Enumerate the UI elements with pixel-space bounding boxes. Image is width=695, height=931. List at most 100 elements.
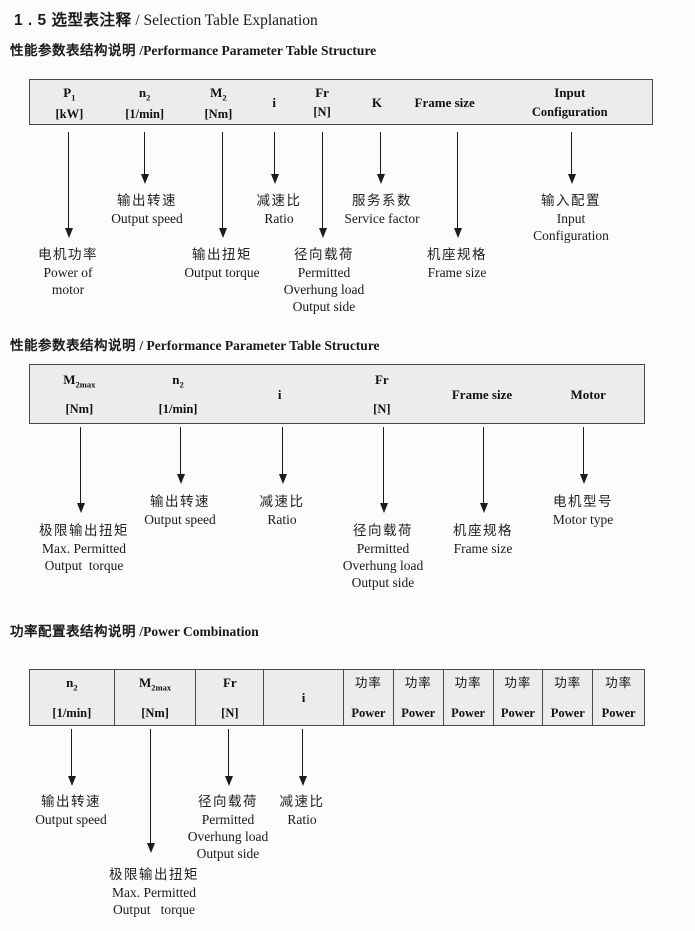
section1-heading-zh: 性能参数表结构说明 [10, 43, 136, 58]
t3-col-power-zh: 功率 [605, 676, 633, 690]
callout-text-zh: 输出转速 [150, 494, 210, 509]
arrow-down-icon [228, 729, 229, 776]
callout-text-zh: 服务系数 [352, 193, 412, 208]
callout-text-en: Output torque [44, 558, 124, 573]
t2-col-fr-symbol: Fr [374, 372, 389, 387]
t3-col-n2-unit: [1/min] [52, 706, 92, 720]
s2-callout-frame-size: 机座规格 Frame size [453, 522, 513, 557]
callout-text-zh: 减速比 [279, 794, 325, 809]
symbol-base: P [63, 85, 72, 100]
t2-col-i-symbol: i [277, 386, 282, 402]
callout-text-zh: 输出扭矩 [192, 247, 252, 262]
callout-text-zh: 减速比 [256, 193, 302, 208]
s3-callout-output-speed: 输出转速 Output speed [35, 793, 107, 828]
callout-text-en: Permitted [297, 265, 351, 280]
t2-col-m2max-unit: [Nm] [65, 402, 94, 416]
callout-text-en: Output speed [144, 512, 216, 527]
t2-col-fr-unit: [N] [373, 402, 391, 416]
t3-col-m2max: M2max [Nm] [113, 670, 196, 725]
callout-text-zh: 机座规格 [427, 247, 487, 262]
arrow-down-icon [571, 132, 572, 174]
callout-text-en: Frame size [427, 265, 487, 280]
symbol-base: n [138, 85, 147, 100]
t2-col-n2: n2 [1/min] [129, 365, 228, 423]
t3-col-power-zh: 功率 [554, 676, 582, 690]
t1-col-k-symbol: K [371, 94, 382, 110]
t2-col-motor-symbol: Motor [570, 386, 606, 402]
t2-col-frame-size: Frame size [432, 365, 533, 423]
callout-text-en: Output torque [112, 902, 196, 917]
t1-col-fr: Fr [N] [292, 80, 352, 124]
t3-col-i-symbol: i [301, 690, 306, 705]
t1-col-p1: P1 [kW] [30, 80, 109, 124]
arrow-down-icon [457, 132, 458, 228]
s3-callout-overhung-load: 径向载荷 Permitted Overhung load Output side [188, 793, 269, 862]
page-title-en: / Selection Table Explanation [131, 12, 318, 29]
t1-col-frame-size-symbol: Frame size [414, 94, 475, 110]
t3-col-fr-unit: [N] [221, 706, 239, 720]
callout-text-en: Output side [292, 299, 356, 314]
callout-text-en: Motor type [552, 512, 614, 527]
arrow-down-icon [71, 729, 72, 776]
s2-callout-ratio: 减速比 Ratio [260, 493, 305, 528]
callout-text-en: Ratio [264, 211, 294, 226]
s2-callout-motor-type: 电机型号 Motor type [553, 493, 613, 528]
callout-text-zh: 极限输出扭矩 [39, 523, 129, 538]
s1-callout-power-of-motor: 电机功率 Power of motor [38, 246, 98, 298]
t2-col-m2max-symbol: M2max [63, 372, 95, 393]
t2-col-i: i [227, 365, 332, 423]
arrow-down-icon [144, 132, 145, 174]
arrow-down-icon [80, 427, 81, 503]
power-combination-table-header-row: n2 [1/min] M2max [Nm] Fr [N] i 功率 Power … [29, 669, 645, 726]
callout-text-zh: 电机功率 [38, 247, 98, 262]
arrow-down-icon [483, 427, 484, 503]
symbol-subscript: 2 [73, 682, 78, 693]
callout-text-zh: 输入配置 [541, 193, 601, 208]
section1-heading: 性能参数表结构说明 /Performance Parameter Table S… [10, 39, 376, 59]
t3-col-power-4: 功率 Power [492, 670, 543, 725]
callout-text-en: Permitted [356, 541, 410, 556]
t3-col-n2-symbol: n2 [66, 675, 77, 696]
callout-text-zh: 输出转速 [117, 193, 177, 208]
callout-text-en: Max. Permitted [42, 541, 126, 556]
t3-col-power-3: 功率 Power [442, 670, 493, 725]
t1-col-i: i [256, 80, 292, 124]
symbol-base: n [172, 372, 180, 387]
symbol-subscript: 2max [151, 682, 172, 693]
callout-text-en: Overhung load [283, 282, 365, 297]
t3-col-power-zh: 功率 [404, 676, 432, 690]
arrow-down-icon [583, 427, 584, 474]
t3-col-n2: n2 [1/min] [30, 670, 114, 725]
section1-heading-en: /Performance Parameter Table Structure [136, 43, 377, 58]
callout-text-zh: 径向载荷 [197, 794, 258, 809]
section3-heading-zh: 功率配置表结构说明 [10, 624, 136, 639]
callout-text-zh: 径向载荷 [352, 523, 413, 538]
t1-col-fr-unit: [N] [313, 105, 331, 119]
t1-col-n2: n2 [1/min] [109, 80, 181, 124]
t1-col-m2: M2 [Nm] [181, 80, 257, 124]
symbol-subscript: 2 [146, 92, 151, 103]
callout-text-en: Max. Permitted [112, 885, 196, 900]
callout-text-zh: 电机型号 [553, 494, 613, 509]
t3-col-fr-symbol: Fr [222, 675, 237, 690]
t3-col-power-en: Power [601, 706, 636, 720]
s3-callout-ratio: 减速比 Ratio [280, 793, 325, 828]
arrow-down-icon [180, 427, 181, 474]
symbol-base: n [66, 675, 74, 690]
s1-callout-output-torque: 输出扭矩 Output torque [184, 246, 259, 281]
s1-callout-ratio: 减速比 Ratio [257, 192, 302, 227]
t3-col-power-en: Power [401, 706, 436, 720]
t1-col-input-line2: Configuration [531, 105, 608, 119]
t1-col-p1-unit: [kW] [55, 106, 84, 121]
t2-col-fr: Fr [N] [332, 365, 432, 423]
t3-col-m2max-unit: [Nm] [141, 706, 169, 720]
t3-col-m2max-symbol: M2max [139, 675, 171, 696]
s2-callout-output-speed: 输出转速 Output speed [144, 493, 216, 528]
arrow-down-icon [383, 427, 384, 503]
section3-heading: 功率配置表结构说明 /Power Combination [10, 620, 259, 640]
callout-text-zh: 径向载荷 [293, 247, 354, 262]
t1-col-input-configuration: Input Configuration [488, 80, 652, 124]
callout-text-en: Permitted [201, 812, 255, 827]
t1-col-fr-symbol: Fr [315, 85, 329, 100]
